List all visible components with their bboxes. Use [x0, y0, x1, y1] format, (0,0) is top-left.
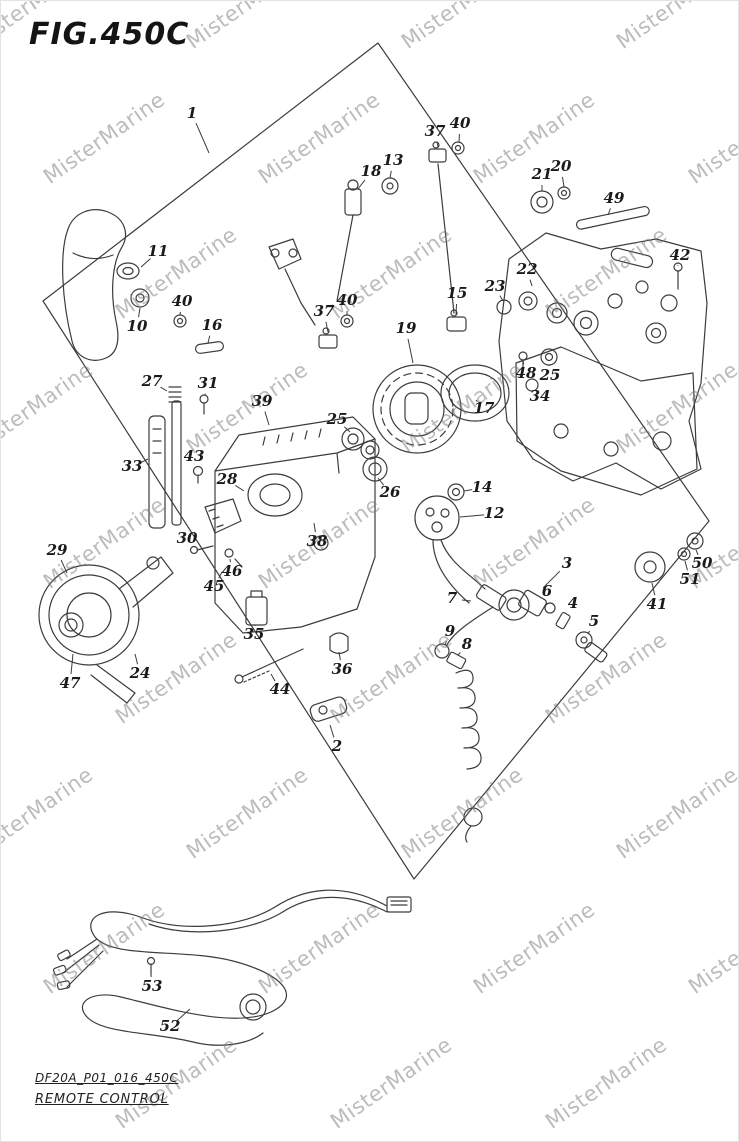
lever-strips-art: [148, 386, 209, 529]
throttle-lever-art: [38, 556, 174, 704]
figure-footer: DF20A_P01_016_450C REMOTE CONTROL: [35, 1071, 178, 1107]
wiring-harness-art: [52, 889, 412, 1046]
assembly-frame-outline: [42, 42, 710, 880]
control-handle-art: [62, 209, 224, 361]
housing-art: [189, 416, 376, 722]
figure-title: FIG.450C: [29, 17, 190, 52]
figure-code: DF20A_P01_016_450C: [35, 1071, 179, 1085]
mount-plate-art: [446, 232, 708, 496]
callout-leader-lines: [60, 122, 699, 1021]
figure-name: REMOTE CONTROL: [35, 1092, 169, 1107]
cam-gear-art: [341, 364, 510, 482]
switch-and-wiring-art: [414, 483, 704, 843]
